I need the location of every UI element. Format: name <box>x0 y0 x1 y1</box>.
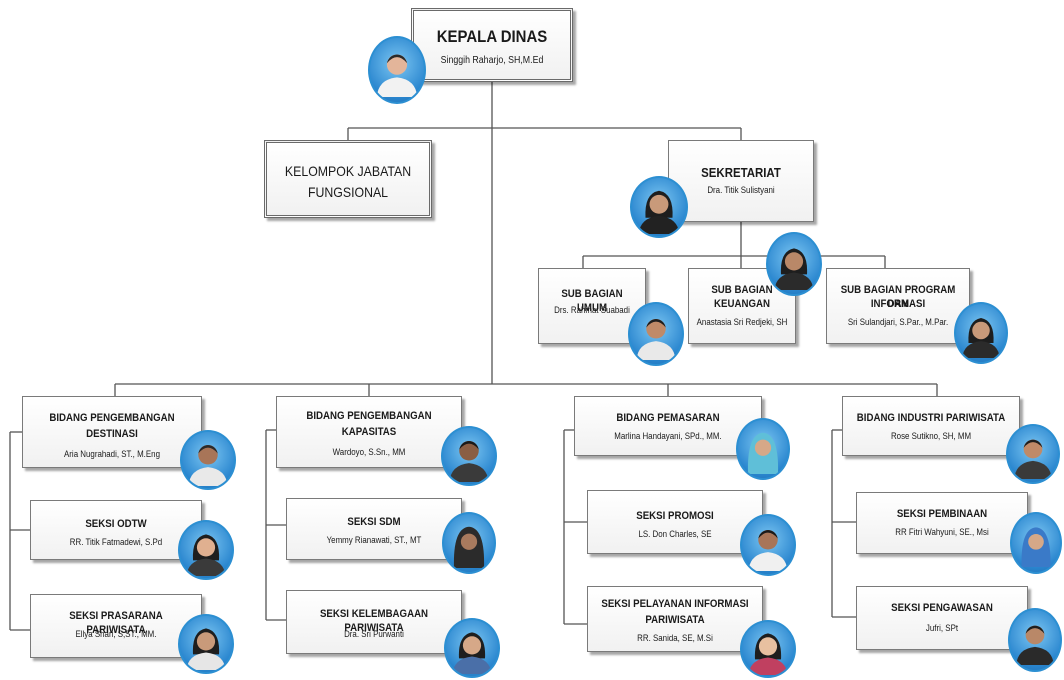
bidang-destinasi-box: BIDANG PENGEMBANGAN DESTINASI Aria Nugra… <box>22 396 202 468</box>
seksi-kelembagaan-photo <box>444 618 500 678</box>
bidang-kapasitas-name: Wardoyo, S.Sn., MM <box>332 447 406 457</box>
seksi-odtw-title: SEKSI ODTW <box>85 518 147 530</box>
seksi-sdm-name: Yemmy Rianawati, ST., MT <box>326 535 422 545</box>
seksi-kelembagaan-title: SEKSI KELEMBAGAAN PARIWISATA <box>319 608 429 634</box>
seksi-promosi-box: SEKSI PROMOSI LS. Don Charles, SE <box>587 490 763 554</box>
bidang-pemasaran-box: BIDANG PEMASARAN Marlina Handayani, SPd.… <box>574 396 762 456</box>
bidang-pemasaran-photo <box>736 418 790 480</box>
bidang-pemasaran-name: Marlina Handayani, SPd., MM. <box>614 431 722 441</box>
seksi-odtw-photo <box>178 520 234 580</box>
seksi-promosi-photo <box>740 514 796 576</box>
seksi-pelayanan-photo <box>740 620 796 678</box>
seksi-pembinaan-photo <box>1010 512 1062 574</box>
bidang-industri-photo <box>1006 424 1060 484</box>
sub-bagian-umum-name: Drs. Rahmat Suabadi <box>554 305 630 315</box>
seksi-pengawasan-box: SEKSI PENGAWASAN Jufri, SPt <box>856 586 1028 650</box>
bidang-kapasitas-line1: BIDANG PENGEMBANGAN <box>306 410 432 422</box>
kepala-dinas-title: KEPALA DINAS <box>436 27 548 46</box>
seksi-pengawasan-title: SEKSI PENGAWASAN <box>891 602 993 614</box>
seksi-pembinaan-name: RR Fitri Wahyuni, SE., Msi <box>895 527 989 537</box>
sub-bagian-program-line1: SUB BAGIAN PROGRAM DAN <box>840 284 956 310</box>
kepala-dinas-photo <box>368 36 426 104</box>
seksi-pengawasan-name: Jufri, SPt <box>925 623 959 633</box>
sekretariat-box: SEKRETARIAT Dra. Titik Sulistyani <box>668 140 814 222</box>
sub-bagian-keuangan-name: Anastasia Sri Redjeki, SH <box>696 317 788 327</box>
sekretariat-name: Dra. Titik Sulistyani <box>707 185 775 195</box>
sub-bagian-program-line2: INFORMASI <box>870 298 926 310</box>
bidang-destinasi-line1: BIDANG PENGEMBANGAN <box>49 412 175 424</box>
seksi-kelembagaan-name: Dra. Sri Purwanti <box>344 629 404 639</box>
sub-bagian-keuangan-line2: KEUANGAN <box>714 298 770 310</box>
bidang-industri-title: BIDANG INDUSTRI PARIWISATA <box>856 412 1006 424</box>
seksi-prasarana-name: Ellya Shari, S,ST., MM. <box>75 629 157 639</box>
bidang-pemasaran-title: BIDANG PEMASARAN <box>616 412 720 424</box>
sub-bagian-program-box: SUB BAGIAN PROGRAM DAN INFORMASI Sri Sul… <box>826 268 970 344</box>
seksi-prasarana-box: SEKSI PRASARANA PARIWISATA Ellya Shari, … <box>30 594 202 658</box>
kepala-dinas-name: Singgih Raharjo, SH,M.Ed <box>440 55 544 66</box>
bidang-destinasi-photo <box>180 430 236 490</box>
seksi-pembinaan-title: SEKSI PEMBINAAN <box>896 508 988 520</box>
seksi-sdm-photo <box>442 512 496 574</box>
bidang-kapasitas-photo <box>441 426 497 486</box>
sub-bagian-program-name: Sri Sulandjari, S.Par., M.Par. <box>847 317 949 327</box>
bidang-destinasi-name: Aria Nugrahadi, ST., M.Eng <box>64 449 160 459</box>
seksi-kelembagaan-box: SEKSI KELEMBAGAAN PARIWISATA Dra. Sri Pu… <box>286 590 462 654</box>
bidang-kapasitas-box: BIDANG PENGEMBANGAN KAPASITAS Wardoyo, S… <box>276 396 462 468</box>
bidang-industri-name: Rose Sutikno, SH, MM <box>890 431 972 441</box>
sub-bagian-umum-photo <box>628 302 684 366</box>
bidang-kapasitas-line2: KAPASITAS <box>341 426 397 438</box>
bidang-destinasi-line2: DESTINASI <box>86 428 138 440</box>
seksi-promosi-title: SEKSI PROMOSI <box>636 510 714 522</box>
sub-bagian-umum-title: SUB BAGIAN UMUM <box>561 288 623 314</box>
seksi-pelayanan-box: SEKSI PELAYANAN INFORMASI PARIWISATA RR.… <box>587 586 763 652</box>
fungsional-line1: KELOMPOK JABATAN <box>284 163 412 179</box>
sub-bagian-keuangan-line1: SUB BAGIAN <box>711 284 773 296</box>
seksi-pengawasan-photo <box>1008 608 1062 672</box>
sekretariat-photo <box>630 176 688 238</box>
bidang-industri-box: BIDANG INDUSTRI PARIWISATA Rose Sutikno,… <box>842 396 1020 456</box>
kepala-dinas-box: KEPALA DINAS Singgih Raharjo, SH,M.Ed <box>411 8 573 82</box>
seksi-pelayanan-name: RR. Sanida, SE, M.Si <box>637 633 713 643</box>
seksi-pelayanan-line1: SEKSI PELAYANAN INFORMASI <box>601 598 749 610</box>
fungsional-line2: FUNGSIONAL <box>307 184 389 200</box>
seksi-odtw-name: RR. Titik Fatmadewi, S.Pd <box>69 537 163 547</box>
seksi-sdm-title: SEKSI SDM <box>347 516 401 528</box>
seksi-sdm-box: SEKSI SDM Yemmy Rianawati, ST., MT <box>286 498 462 560</box>
seksi-prasarana-photo <box>178 614 234 674</box>
sub-bagian-program-photo <box>954 302 1008 364</box>
seksi-odtw-box: SEKSI ODTW RR. Titik Fatmadewi, S.Pd <box>30 500 202 560</box>
seksi-prasarana-title: SEKSI PRASARANA PARIWISATA <box>69 610 163 636</box>
seksi-pembinaan-box: SEKSI PEMBINAAN RR Fitri Wahyuni, SE., M… <box>856 492 1028 554</box>
sub-bagian-keuangan-photo <box>766 232 822 296</box>
seksi-pelayanan-line2: PARIWISATA <box>645 614 705 626</box>
kelompok-jabatan-fungsional-box: KELOMPOK JABATAN FUNGSIONAL <box>264 140 432 218</box>
seksi-promosi-name: LS. Don Charles, SE <box>638 529 712 539</box>
sekretariat-title: SEKRETARIAT <box>701 165 781 180</box>
